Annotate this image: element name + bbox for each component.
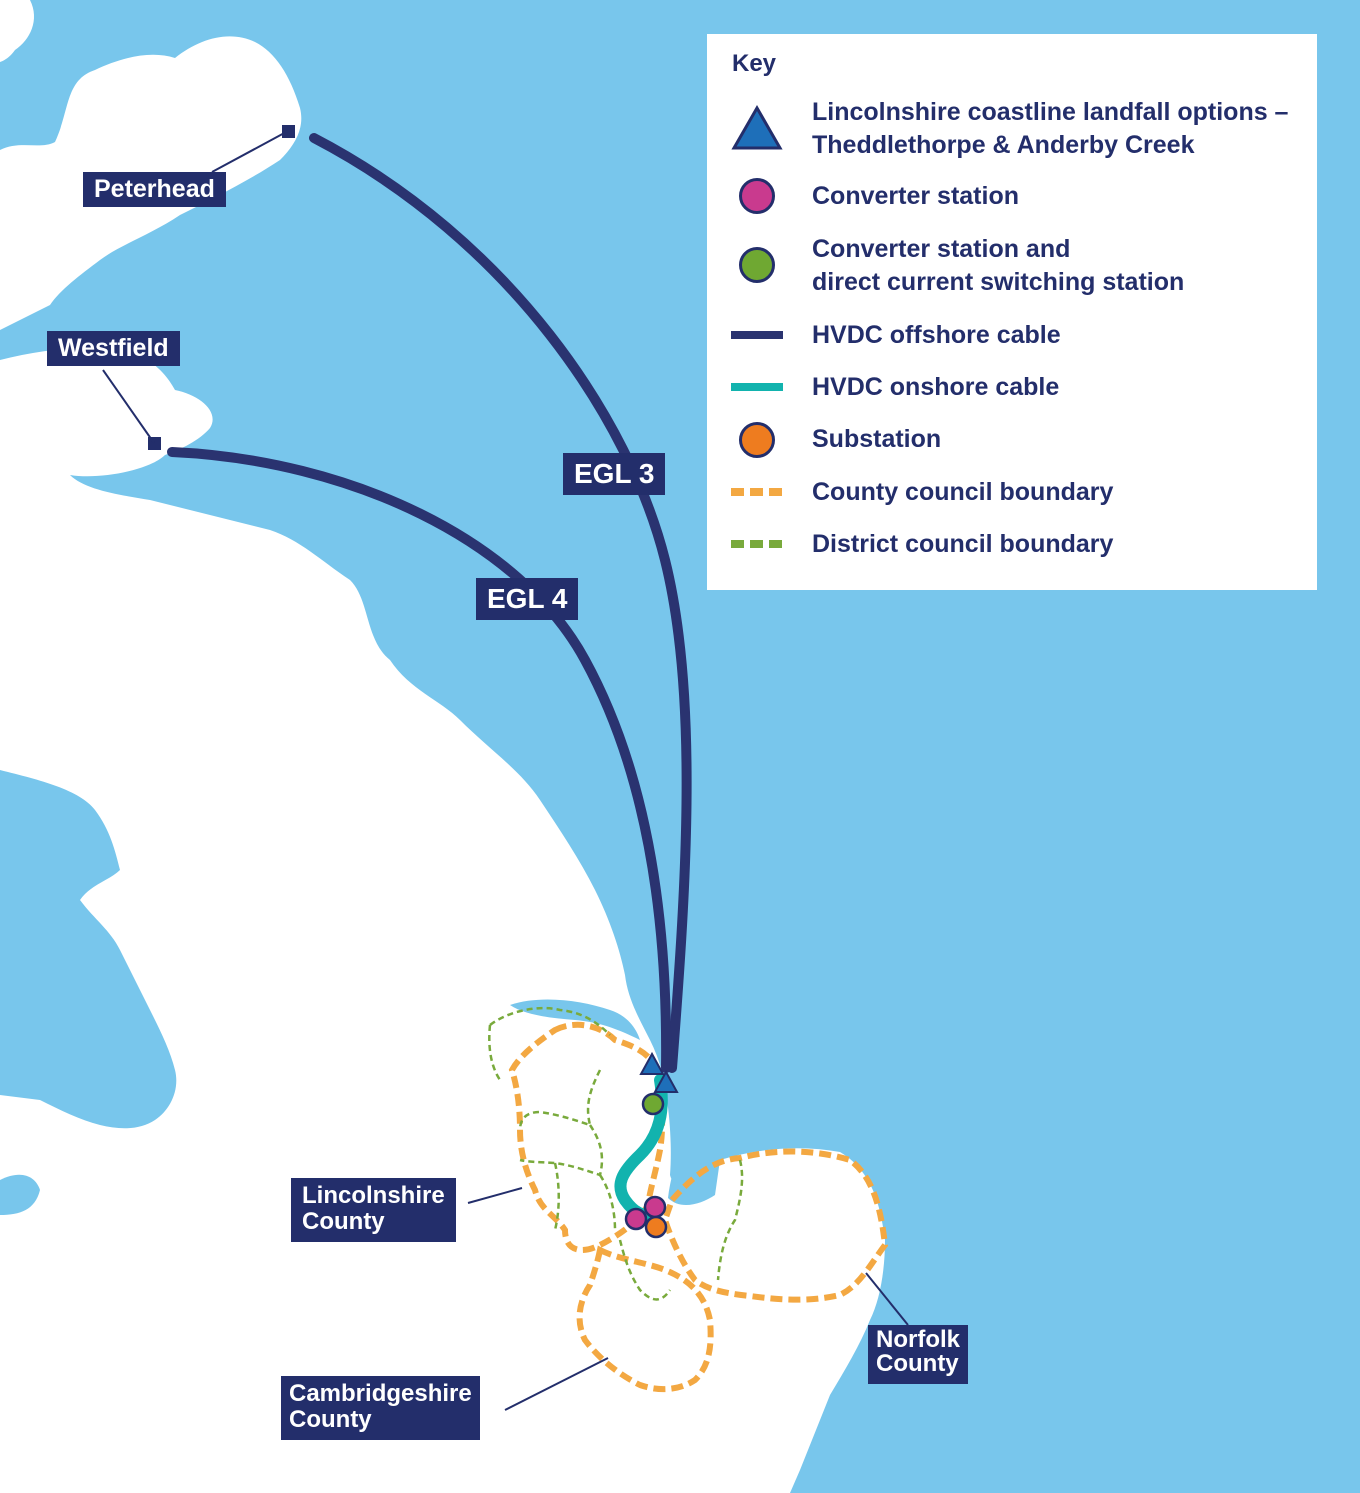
label-lincolnshire-county: Lincolnshire County <box>291 1178 456 1242</box>
cable-egl3 <box>309 133 692 1073</box>
converter-station-1 <box>643 1195 667 1219</box>
key-text-substation: Substation <box>812 425 942 453</box>
substation <box>644 1215 668 1239</box>
norfolk-leader <box>865 1272 909 1326</box>
label-norfolk-line2: County <box>876 1350 959 1377</box>
sea-moray-firth <box>0 119 40 145</box>
county-boundaries <box>508 1021 889 1393</box>
key-text-onshore-cable: HVDC onshore cable <box>812 373 1060 401</box>
dashed-line-icon <box>731 488 782 496</box>
sea-irish <box>0 770 177 1129</box>
label-cambridgeshire-line2: County <box>289 1406 372 1433</box>
label-peterhead: Peterhead <box>83 172 226 207</box>
label-lincolnshire-line1: Lincolnshire <box>302 1182 445 1209</box>
land-scotland-north <box>0 0 35 62</box>
converter-switching-station <box>641 1092 665 1116</box>
offshore-cables <box>167 133 692 1073</box>
label-lincolnshire-line2: County <box>302 1208 385 1235</box>
landfall-theddlethorpe <box>639 1051 665 1075</box>
key-text-converter-switching-line2: direct current switching station <box>812 268 1185 296</box>
label-cambridgeshire-county: Cambridgeshire County <box>281 1376 480 1440</box>
peterhead-leader <box>211 130 289 173</box>
key-title: Key <box>732 50 777 77</box>
key-text-landfall-line1: Lincolnshire coastline landfall options … <box>812 98 1289 126</box>
line-icon <box>731 331 783 339</box>
key-text-landfall-line2: Theddlethorpe & Anderby Creek <box>812 131 1195 159</box>
lincolnshire-leader <box>467 1187 523 1204</box>
sea-humber <box>510 999 640 1040</box>
landfall-anderby-creek <box>653 1069 679 1093</box>
circle-icon <box>739 247 775 283</box>
peterhead-marker <box>282 125 295 138</box>
circle-icon <box>739 178 775 214</box>
key-text-county-boundary: County council boundary <box>812 478 1114 506</box>
key-text-landfall: Lincolnshire coastline landfall options … <box>812 96 1288 162</box>
line-icon <box>731 383 783 391</box>
label-egl4: EGL 4 <box>476 578 579 620</box>
key-text-converter-switching-line1: Converter station and <box>812 235 1071 263</box>
cable-egl4 <box>167 447 672 1073</box>
triangle-icon <box>731 104 783 150</box>
converter-station-2 <box>624 1207 648 1231</box>
label-norfolk-county: Norfolk County <box>868 1325 968 1384</box>
westfield-leader <box>102 369 155 444</box>
cambridgeshire-leader <box>504 1357 609 1411</box>
key-text-offshore-cable: HVDC offshore cable <box>812 321 1061 349</box>
label-cambridgeshire-line1: Cambridgeshire <box>289 1380 472 1407</box>
label-egl3: EGL 3 <box>563 453 666 495</box>
label-westfield: Westfield <box>47 331 180 366</box>
circle-icon <box>739 422 775 458</box>
sea-wales-bay <box>0 1174 40 1215</box>
district-boundaries <box>488 1006 744 1301</box>
label-norfolk-line1: Norfolk <box>876 1326 960 1353</box>
key-text-district-boundary: District council boundary <box>812 530 1114 558</box>
westfield-marker <box>148 437 161 450</box>
key-text-converter-switching: Converter station and direct current swi… <box>812 233 1184 299</box>
map-key: Key Lincolnshire coastline landfall opti… <box>707 34 1317 590</box>
sea-the-wash <box>668 1085 720 1206</box>
key-text-converter: Converter station <box>812 182 1019 210</box>
dashed-line-icon <box>731 540 782 548</box>
